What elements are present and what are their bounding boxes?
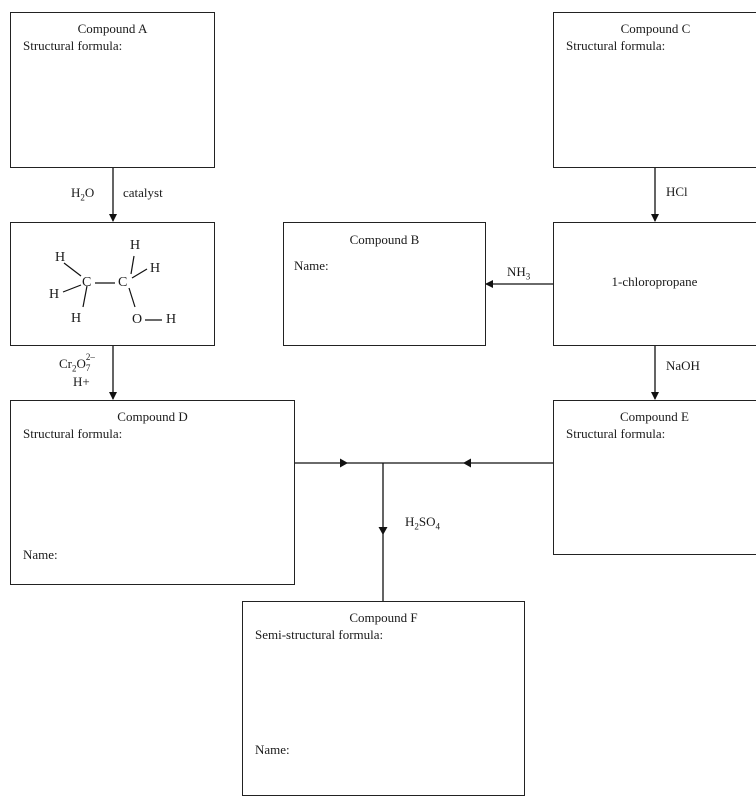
reagent-catalyst: catalyst — [123, 185, 163, 200]
chloropropane-box: 1-chloropropane — [553, 222, 756, 346]
compound-f-box: Compound F Semi-structural formula: Name… — [242, 601, 525, 796]
reagent-h-plus: H+ — [73, 374, 90, 389]
chloropropane-name: 1-chloropropane — [611, 274, 698, 289]
compound-c-box: Compound C Structural formula: — [553, 12, 756, 168]
compound-b-name-label: Name: — [294, 258, 329, 273]
atom-h-6: H — [166, 312, 177, 327]
reagent-sulfuric-acid: H2SO4 — [405, 514, 441, 532]
compound-d-structural-label: Structural formula: — [23, 426, 123, 441]
atom-c-1: C — [82, 275, 92, 290]
atom-h-5: H — [150, 261, 161, 276]
reagent-ammonia: NH3 — [507, 264, 531, 282]
compound-e-box: Compound E Structural formula: — [553, 400, 756, 555]
atom-h-2: H — [49, 287, 60, 302]
atom-h-4: H — [130, 238, 141, 253]
ethanol-box: H H H C C H H O H — [10, 222, 215, 346]
compound-d-title: Compound D — [117, 409, 188, 424]
compound-e-structural-label: Structural formula: — [566, 426, 666, 441]
reagent-hcl: HCl — [666, 184, 688, 199]
compound-d-name-label: Name: — [23, 547, 58, 562]
compound-d-box: Compound D Structural formula: Name: — [10, 400, 295, 585]
compound-c-structural-label: Structural formula: — [566, 38, 666, 53]
atom-h-1: H — [55, 250, 66, 265]
compound-b-title: Compound B — [349, 232, 420, 247]
compound-a-structural-label: Structural formula: — [23, 38, 123, 53]
compound-a-title: Compound A — [77, 21, 148, 36]
arrowhead-d-junction — [340, 458, 348, 468]
compound-f-name-label: Name: — [255, 742, 290, 757]
compound-a-box: Compound A Structural formula: — [10, 12, 215, 168]
atom-c-2: C — [118, 275, 128, 290]
atom-o: O — [132, 312, 143, 327]
compound-e-title: Compound E — [620, 409, 689, 424]
arrowhead-e-junction — [463, 458, 471, 468]
compound-c-title: Compound C — [620, 21, 691, 36]
reagent-water: H2O — [71, 185, 95, 203]
compound-f-semistructural-label: Semi-structural formula: — [255, 627, 384, 642]
compound-f-title: Compound F — [349, 610, 418, 625]
ethanol-bonds — [62, 255, 162, 321]
arrowhead-junction-down — [378, 527, 388, 535]
compound-b-box: Compound B Name: — [283, 222, 486, 346]
reagent-naoh: NaOH — [666, 358, 700, 373]
atom-h-3: H — [71, 311, 82, 326]
